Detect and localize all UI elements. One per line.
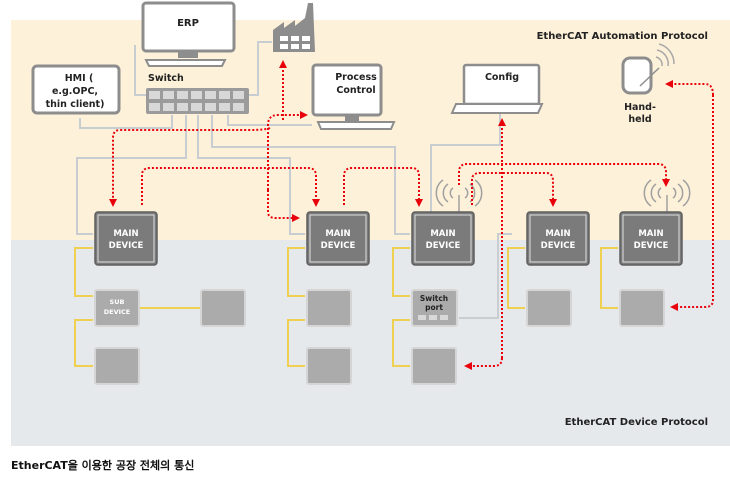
arrow-to-main2	[267, 190, 300, 222]
handheld-label-line1: Hand-	[624, 102, 656, 113]
main-device-label-line2: DEVICE	[426, 241, 461, 251]
process-control-label-line2: Control	[336, 85, 375, 96]
main-device-label-line2: DEVICE	[541, 241, 576, 251]
sub-device	[526, 289, 572, 327]
main-device-3: MAIN DEVICE	[411, 211, 475, 266]
handheld-label-line2: held	[628, 114, 651, 125]
config-label: Config	[485, 72, 519, 83]
network-switch: Switch	[146, 73, 249, 114]
arrow-handheld-device	[670, 95, 714, 311]
hmi-label-line2: e.g.OPC,	[52, 86, 98, 97]
switch-port-icon	[177, 103, 188, 111]
automation-protocol-label: EtherCAT Automation Protocol	[537, 31, 708, 42]
sub-device	[619, 289, 665, 327]
main-device-4: MAIN DEVICE	[526, 211, 590, 266]
main-device-5: MAIN DEVICE	[619, 211, 683, 266]
switch-port-icon	[205, 91, 216, 99]
arrow-to-process-control	[267, 111, 308, 190]
arrow-main3-main5	[458, 163, 670, 187]
switch-port-icon	[163, 91, 174, 99]
handheld-device: Hand- held	[621, 43, 675, 125]
hmi-label-line3: thin client)	[46, 99, 105, 110]
hmi-terminal: HMI ( e.g.OPC, thin client)	[31, 64, 121, 115]
main-device-label-line1: MAIN	[113, 229, 138, 239]
switch-port-icon	[233, 103, 244, 111]
main-device-label-line1: MAIN	[325, 229, 350, 239]
switch-port-icon	[191, 91, 202, 99]
switch-port-icon	[205, 103, 216, 111]
hmi-label-line1: HMI (	[65, 73, 94, 84]
ethercat-lines	[74, 247, 618, 367]
figure-caption: EtherCAT을 이용한 공장 전체의 통신	[11, 459, 195, 472]
switch-port-device: Switch port	[411, 289, 458, 327]
factory-icon	[273, 3, 315, 52]
switch-label: Switch	[148, 73, 184, 84]
erp-computer: ERP	[141, 1, 236, 67]
main-device-1: MAIN DEVICE	[94, 211, 158, 266]
process-control-computer: Process Control	[311, 63, 396, 130]
main-device-label-line1: MAIN	[545, 229, 570, 239]
switch-port-icon	[233, 91, 244, 99]
process-control-label-line1: Process	[335, 72, 377, 83]
wireless-icon	[655, 43, 675, 67]
switch-port-label-line1: Switch	[420, 294, 448, 303]
arrow-main3-main4	[471, 172, 557, 207]
sub-device	[411, 347, 457, 385]
switch-port-label-line2: port	[425, 303, 443, 312]
main-device-2: MAIN DEVICE	[306, 211, 370, 266]
switch-port-icon	[191, 103, 202, 111]
sub-device-label-line1: SUB	[110, 298, 125, 306]
main-device-label-line2: DEVICE	[634, 241, 669, 251]
main-device-label-line1: MAIN	[638, 229, 663, 239]
sub-device	[94, 347, 140, 385]
switch-port-icon	[149, 103, 160, 111]
main-device-label-line2: DEVICE	[321, 241, 356, 251]
switch-port-icon	[219, 91, 230, 99]
switch-port-icon	[149, 91, 160, 99]
switch-port-icon	[177, 91, 188, 99]
switch-port-icon	[219, 103, 230, 111]
main-device-label-line1: MAIN	[430, 229, 455, 239]
config-laptop: Config	[450, 63, 544, 114]
switch-port-icon	[163, 103, 174, 111]
sub-device-label-line2: DEVICE	[104, 308, 131, 316]
sub-device	[306, 289, 352, 327]
sub-device	[200, 289, 246, 327]
device-protocol-label: EtherCAT Device Protocol	[565, 417, 708, 428]
erp-label: ERP	[177, 18, 199, 29]
device-protocol-zone	[11, 240, 730, 446]
communication-arrows	[109, 60, 714, 370]
sub-device	[306, 347, 352, 385]
main-device-label-line2: DEVICE	[109, 241, 144, 251]
arrow-switch-to-main1	[109, 127, 271, 207]
arrow-main1-main2	[141, 167, 320, 207]
sub-device-labeled: SUB DEVICE	[94, 289, 140, 327]
